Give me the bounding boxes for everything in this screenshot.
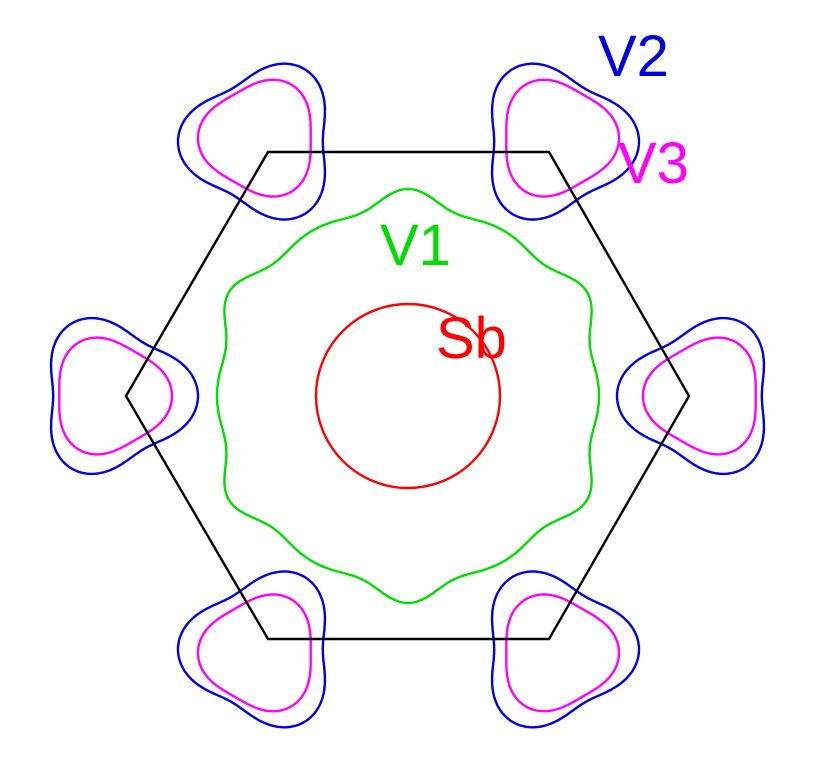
label-v1: V1 bbox=[380, 213, 451, 278]
v3-pocket-3 bbox=[641, 336, 757, 456]
pockets-group bbox=[49, 62, 766, 729]
v2-pocket-5 bbox=[176, 570, 327, 729]
sb-contour bbox=[314, 302, 502, 490]
v3-pocket-5 bbox=[196, 593, 312, 713]
v3-pocket-1 bbox=[196, 78, 312, 198]
v2-pocket-6 bbox=[49, 316, 200, 476]
v2-pocket-4 bbox=[490, 570, 641, 729]
label-v3: V3 bbox=[618, 131, 689, 196]
v3-pocket-2 bbox=[505, 78, 621, 198]
v2-pocket-1 bbox=[176, 62, 327, 221]
v1-contour bbox=[215, 187, 601, 605]
v2-pocket-3 bbox=[615, 316, 766, 476]
label-sb: Sb bbox=[436, 306, 507, 371]
brillouin-zone-hexagon bbox=[124, 150, 691, 641]
v2-pocket-2 bbox=[490, 62, 641, 221]
label-v2: V2 bbox=[598, 24, 669, 89]
v3-pocket-4 bbox=[505, 593, 621, 713]
v3-pocket-6 bbox=[58, 336, 174, 456]
